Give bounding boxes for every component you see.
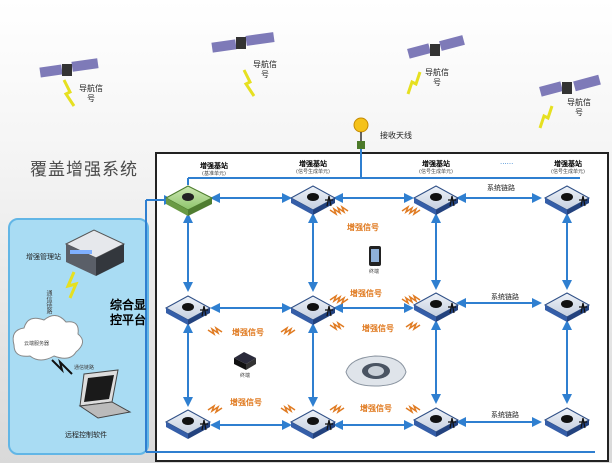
link-bolt-1 (65, 271, 79, 299)
system-links (145, 149, 595, 453)
station-box (543, 185, 591, 215)
station-4-title: 增强基站 (554, 160, 582, 168)
management-station-server (64, 229, 126, 276)
master-station (164, 185, 214, 216)
phone-terminal (369, 246, 381, 266)
satellite-1-label: 导航信号 (79, 84, 103, 103)
system-link-label-1: 系统链路 (487, 184, 515, 192)
management-station-label: 增强管理站 (26, 253, 61, 261)
enhance-signal-label-6: 增强信号 (360, 404, 392, 413)
station-3-sub: (信号生成单元) (419, 169, 453, 175)
station-layer (164, 185, 591, 439)
enhance-signal-label-5: 增强信号 (230, 398, 262, 407)
station-box (412, 185, 460, 215)
enhance-signal-label-2: 增强信号 (350, 289, 382, 298)
cloud-label: 云端服务器 (24, 341, 50, 347)
satellite-4 (538, 74, 601, 129)
station-box (412, 407, 460, 437)
system-link-label-2: 系统链路 (491, 293, 519, 301)
satellite-1 (39, 58, 99, 107)
station-2-title: 增强基站 (299, 160, 327, 168)
satellite-3 (406, 35, 465, 95)
station-3-title: 增强基站 (422, 160, 450, 168)
station-2-label: 增强基站 (信号生成单元) (281, 160, 345, 176)
station-4-label: 增强基站 (信号生成单元) (536, 160, 600, 176)
satellite-4-label: 导航信号 (567, 98, 591, 117)
management-link-label: 通信链路 (45, 290, 52, 314)
station-box (543, 292, 591, 322)
master-station-title: 增强基站 (200, 162, 228, 170)
station-4-sub: (信号生成单元) (551, 169, 585, 175)
satellite-3-label: 导航信号 (425, 68, 449, 87)
station-box (289, 295, 337, 325)
enhance-signal-label-1: 增强信号 (347, 223, 379, 232)
receiver-device (234, 352, 256, 370)
station-ellipsis: ...... (500, 158, 514, 166)
enhance-signal-waves (207, 205, 421, 414)
phone-label: 终端 (369, 269, 380, 275)
display-platform-label: 综合显控平台 (110, 298, 147, 327)
station-box (543, 407, 591, 437)
receive-antenna (353, 117, 369, 149)
remote-software-label: 远程控制软件 (65, 431, 107, 439)
station-box (164, 295, 212, 325)
enhance-signal-label-3: 增强信号 (232, 328, 264, 337)
station-box (164, 409, 212, 439)
laptop-link-label: 通信链路 (74, 365, 95, 371)
link-bolt-2 (51, 358, 73, 375)
satellite-2 (211, 32, 275, 97)
station-2-sub: (信号生成单元) (296, 169, 330, 175)
laptop (78, 369, 132, 419)
vehicle-terminal (345, 355, 407, 387)
master-station-label: 增强基站 (基准单元) (182, 162, 246, 178)
station-3-label: 增强基站 (信号生成单元) (404, 160, 468, 176)
antenna-label: 接收天线 (380, 131, 412, 140)
master-station-sub: (基准单元) (202, 171, 226, 177)
receiver-label: 终端 (240, 373, 251, 379)
page-title: 覆盖增强系统 (30, 160, 138, 180)
stations (164, 185, 214, 216)
enhance-signal-label-4: 增强信号 (362, 324, 394, 333)
station-box (289, 185, 337, 215)
satellite-2-label: 导航信号 (253, 60, 277, 79)
cloud-server (12, 315, 83, 361)
system-link-label-3: 系统链路 (491, 411, 519, 419)
station-box (412, 292, 460, 322)
station-box (289, 409, 337, 439)
